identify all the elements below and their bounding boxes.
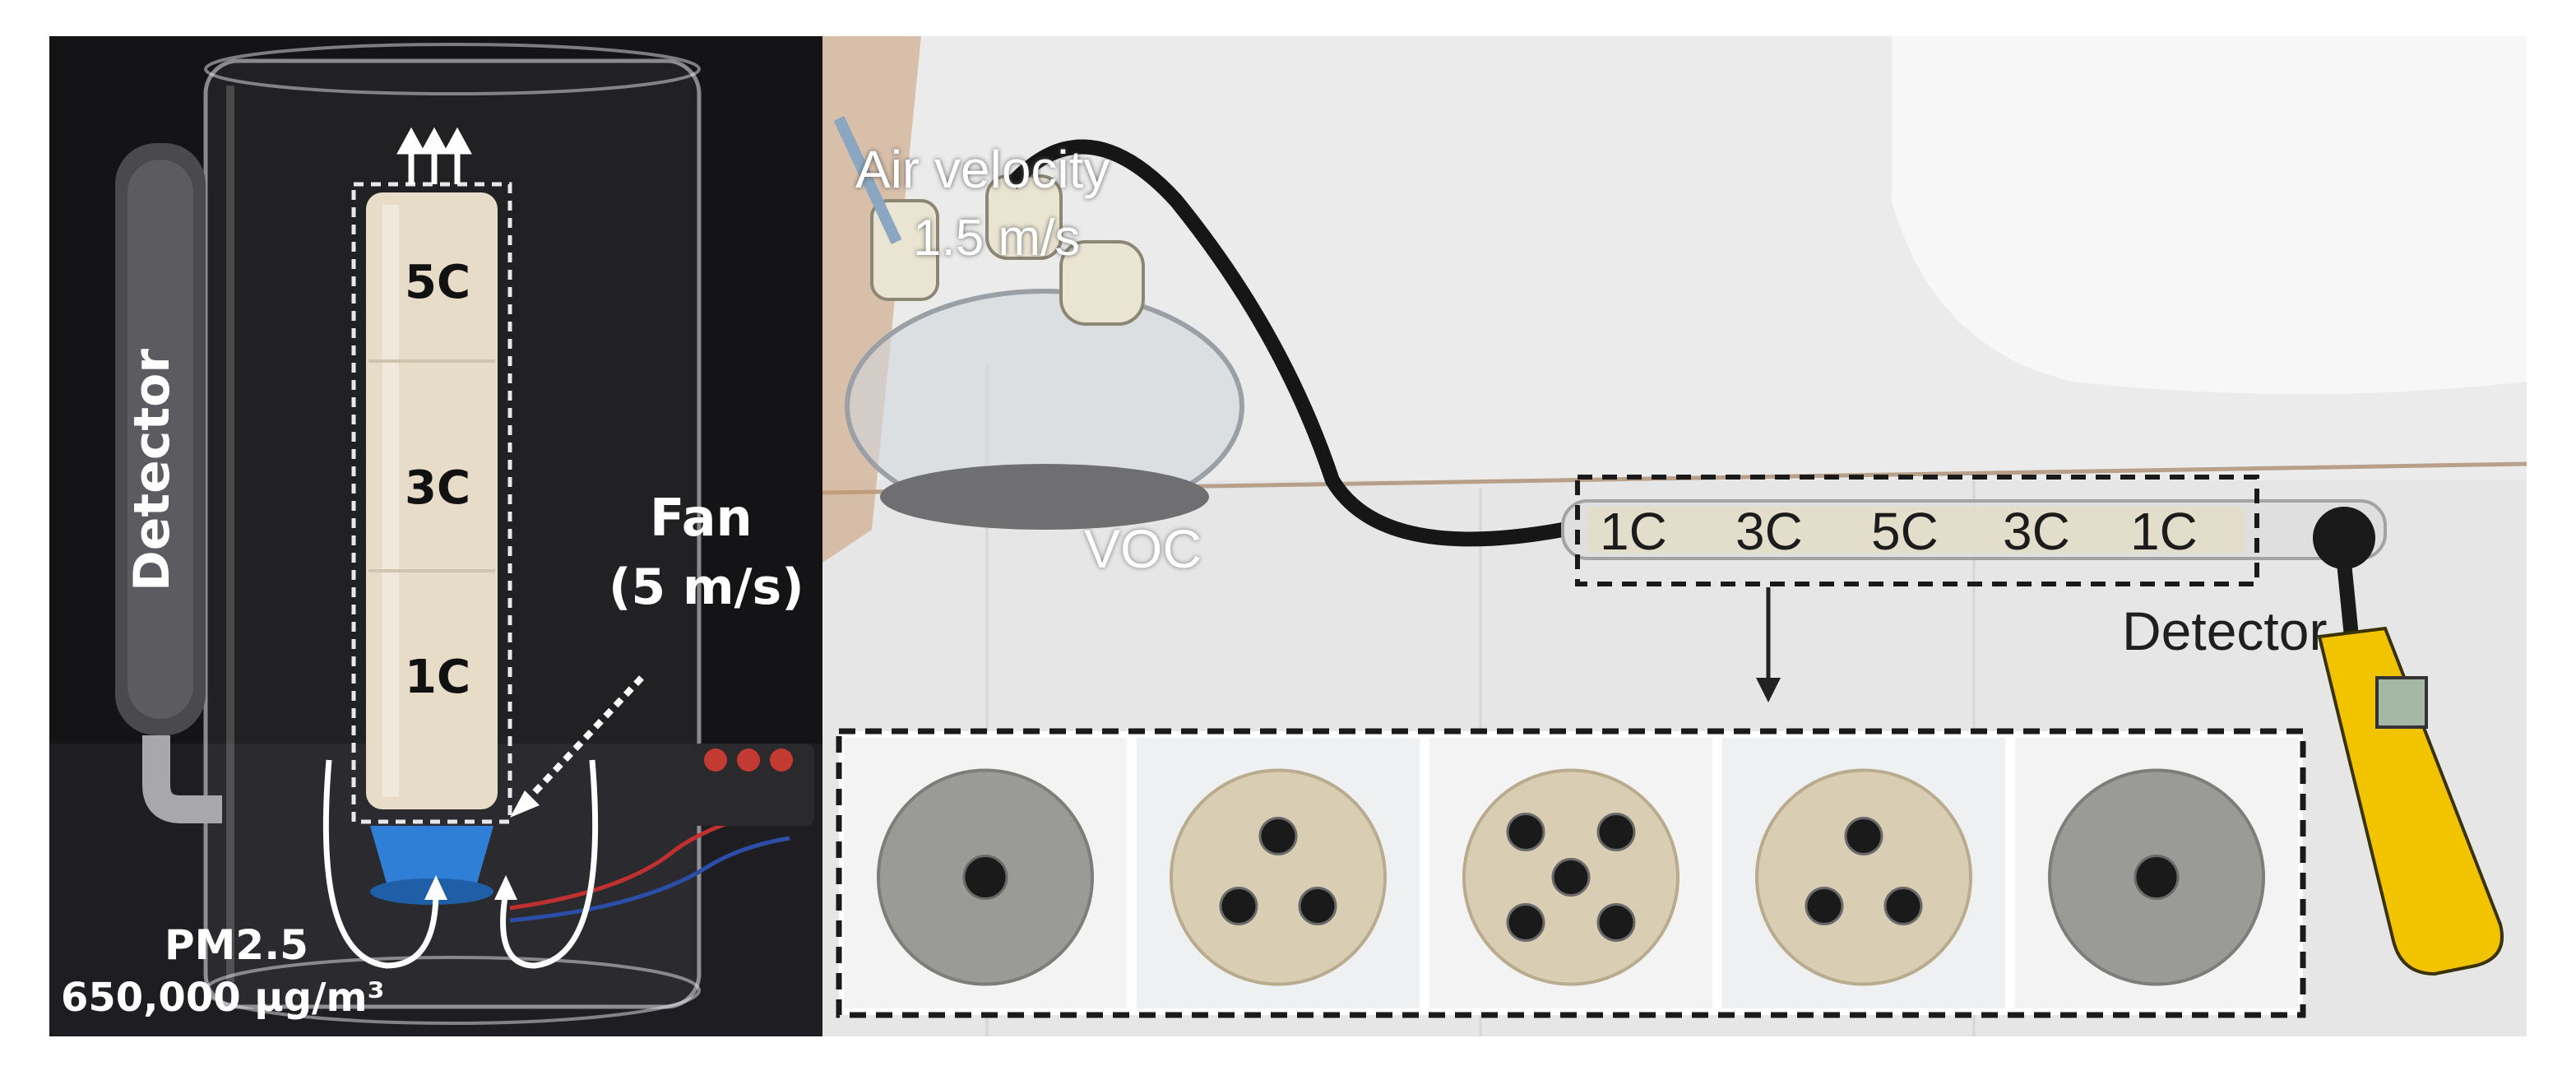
sample-hole xyxy=(1219,887,1258,925)
pm-chamber-drawing xyxy=(49,36,822,1036)
black-hose xyxy=(1006,139,1564,547)
filter-stack xyxy=(366,192,498,809)
flask-port-3 xyxy=(1059,240,1145,326)
fan-label-line1: Fan xyxy=(650,488,753,548)
wooden-panel xyxy=(822,36,921,563)
tube-label-5: 1C xyxy=(2130,502,2198,561)
detector-elbow-pipe xyxy=(142,735,222,823)
sample-disk xyxy=(1755,768,1972,986)
voc-setup-drawing xyxy=(822,36,2527,1036)
sample-hole xyxy=(962,855,1008,900)
sample-hole xyxy=(1551,858,1591,897)
tube-label-1: 1C xyxy=(1600,502,1667,561)
fan-label-line2: (5 m/s) xyxy=(609,558,804,616)
detector-label-vertical: Detector xyxy=(123,349,181,591)
pm-chamber-photo: 5C 3C 1C Detector Fan (5 m/s) PM2.5 650,… xyxy=(49,36,822,1036)
air-velocity-line2: 1.5 m/s xyxy=(913,210,1081,266)
pm-label-line2: 650,000 µg/m³ xyxy=(61,975,385,1021)
fan-unit xyxy=(370,826,493,892)
voc-setup-photo: Air velocity 1.5 m/s VOC 1C 3C 5C 3C 1C … xyxy=(822,36,2527,1036)
tube-dashed-box xyxy=(1575,475,2259,586)
tube-label-4: 3C xyxy=(2003,502,2070,561)
sample-hole xyxy=(1883,887,1923,925)
detector-screen xyxy=(2375,676,2428,729)
left-curved-airflow-arrow xyxy=(322,759,439,969)
stack-label-1c: 1C xyxy=(405,651,471,704)
sample-hole xyxy=(1506,813,1545,851)
samples-layer xyxy=(844,738,2298,1008)
blue-wire xyxy=(509,836,790,923)
white-cloth xyxy=(1892,36,2527,394)
air-velocity-line1: Air velocity xyxy=(855,140,1110,199)
tube-label-3: 5C xyxy=(1871,502,1939,561)
sample-hole xyxy=(1596,813,1636,851)
sample-hole xyxy=(1506,903,1545,942)
detector-foam xyxy=(127,160,193,719)
detector-label-right: Detector xyxy=(2122,600,2328,661)
stack-label-3c: 3C xyxy=(405,461,471,515)
sample-hole xyxy=(1596,903,1636,942)
sample-hole xyxy=(1258,817,1298,855)
detector-sensor-head xyxy=(2313,507,2375,569)
sample-disk xyxy=(1170,768,1387,986)
flask-clamp xyxy=(880,464,1209,530)
airflow-up-arrows xyxy=(396,127,472,184)
cylinder-bottom-rim xyxy=(204,956,701,1025)
sample-hole xyxy=(1844,817,1883,855)
sample-hole xyxy=(1298,887,1337,925)
sample-hole xyxy=(1805,887,1844,925)
stack-label-5c: 5C xyxy=(405,256,471,309)
filter-stack-highlight xyxy=(382,205,399,797)
pm-label-line1: PM2.5 xyxy=(164,921,308,969)
sample-strip-dashed-box xyxy=(836,728,2306,1018)
detector-meter xyxy=(2317,626,2504,976)
tube-label-2: 3C xyxy=(1735,502,1803,561)
injection-needle xyxy=(833,116,902,244)
sample-hole xyxy=(2134,855,2180,900)
fan-pointer-arrow xyxy=(524,675,644,804)
cylinder-top-rim xyxy=(204,43,701,95)
voc-label: VOC xyxy=(1084,518,1202,579)
right-curved-airflow-arrow xyxy=(500,759,599,969)
